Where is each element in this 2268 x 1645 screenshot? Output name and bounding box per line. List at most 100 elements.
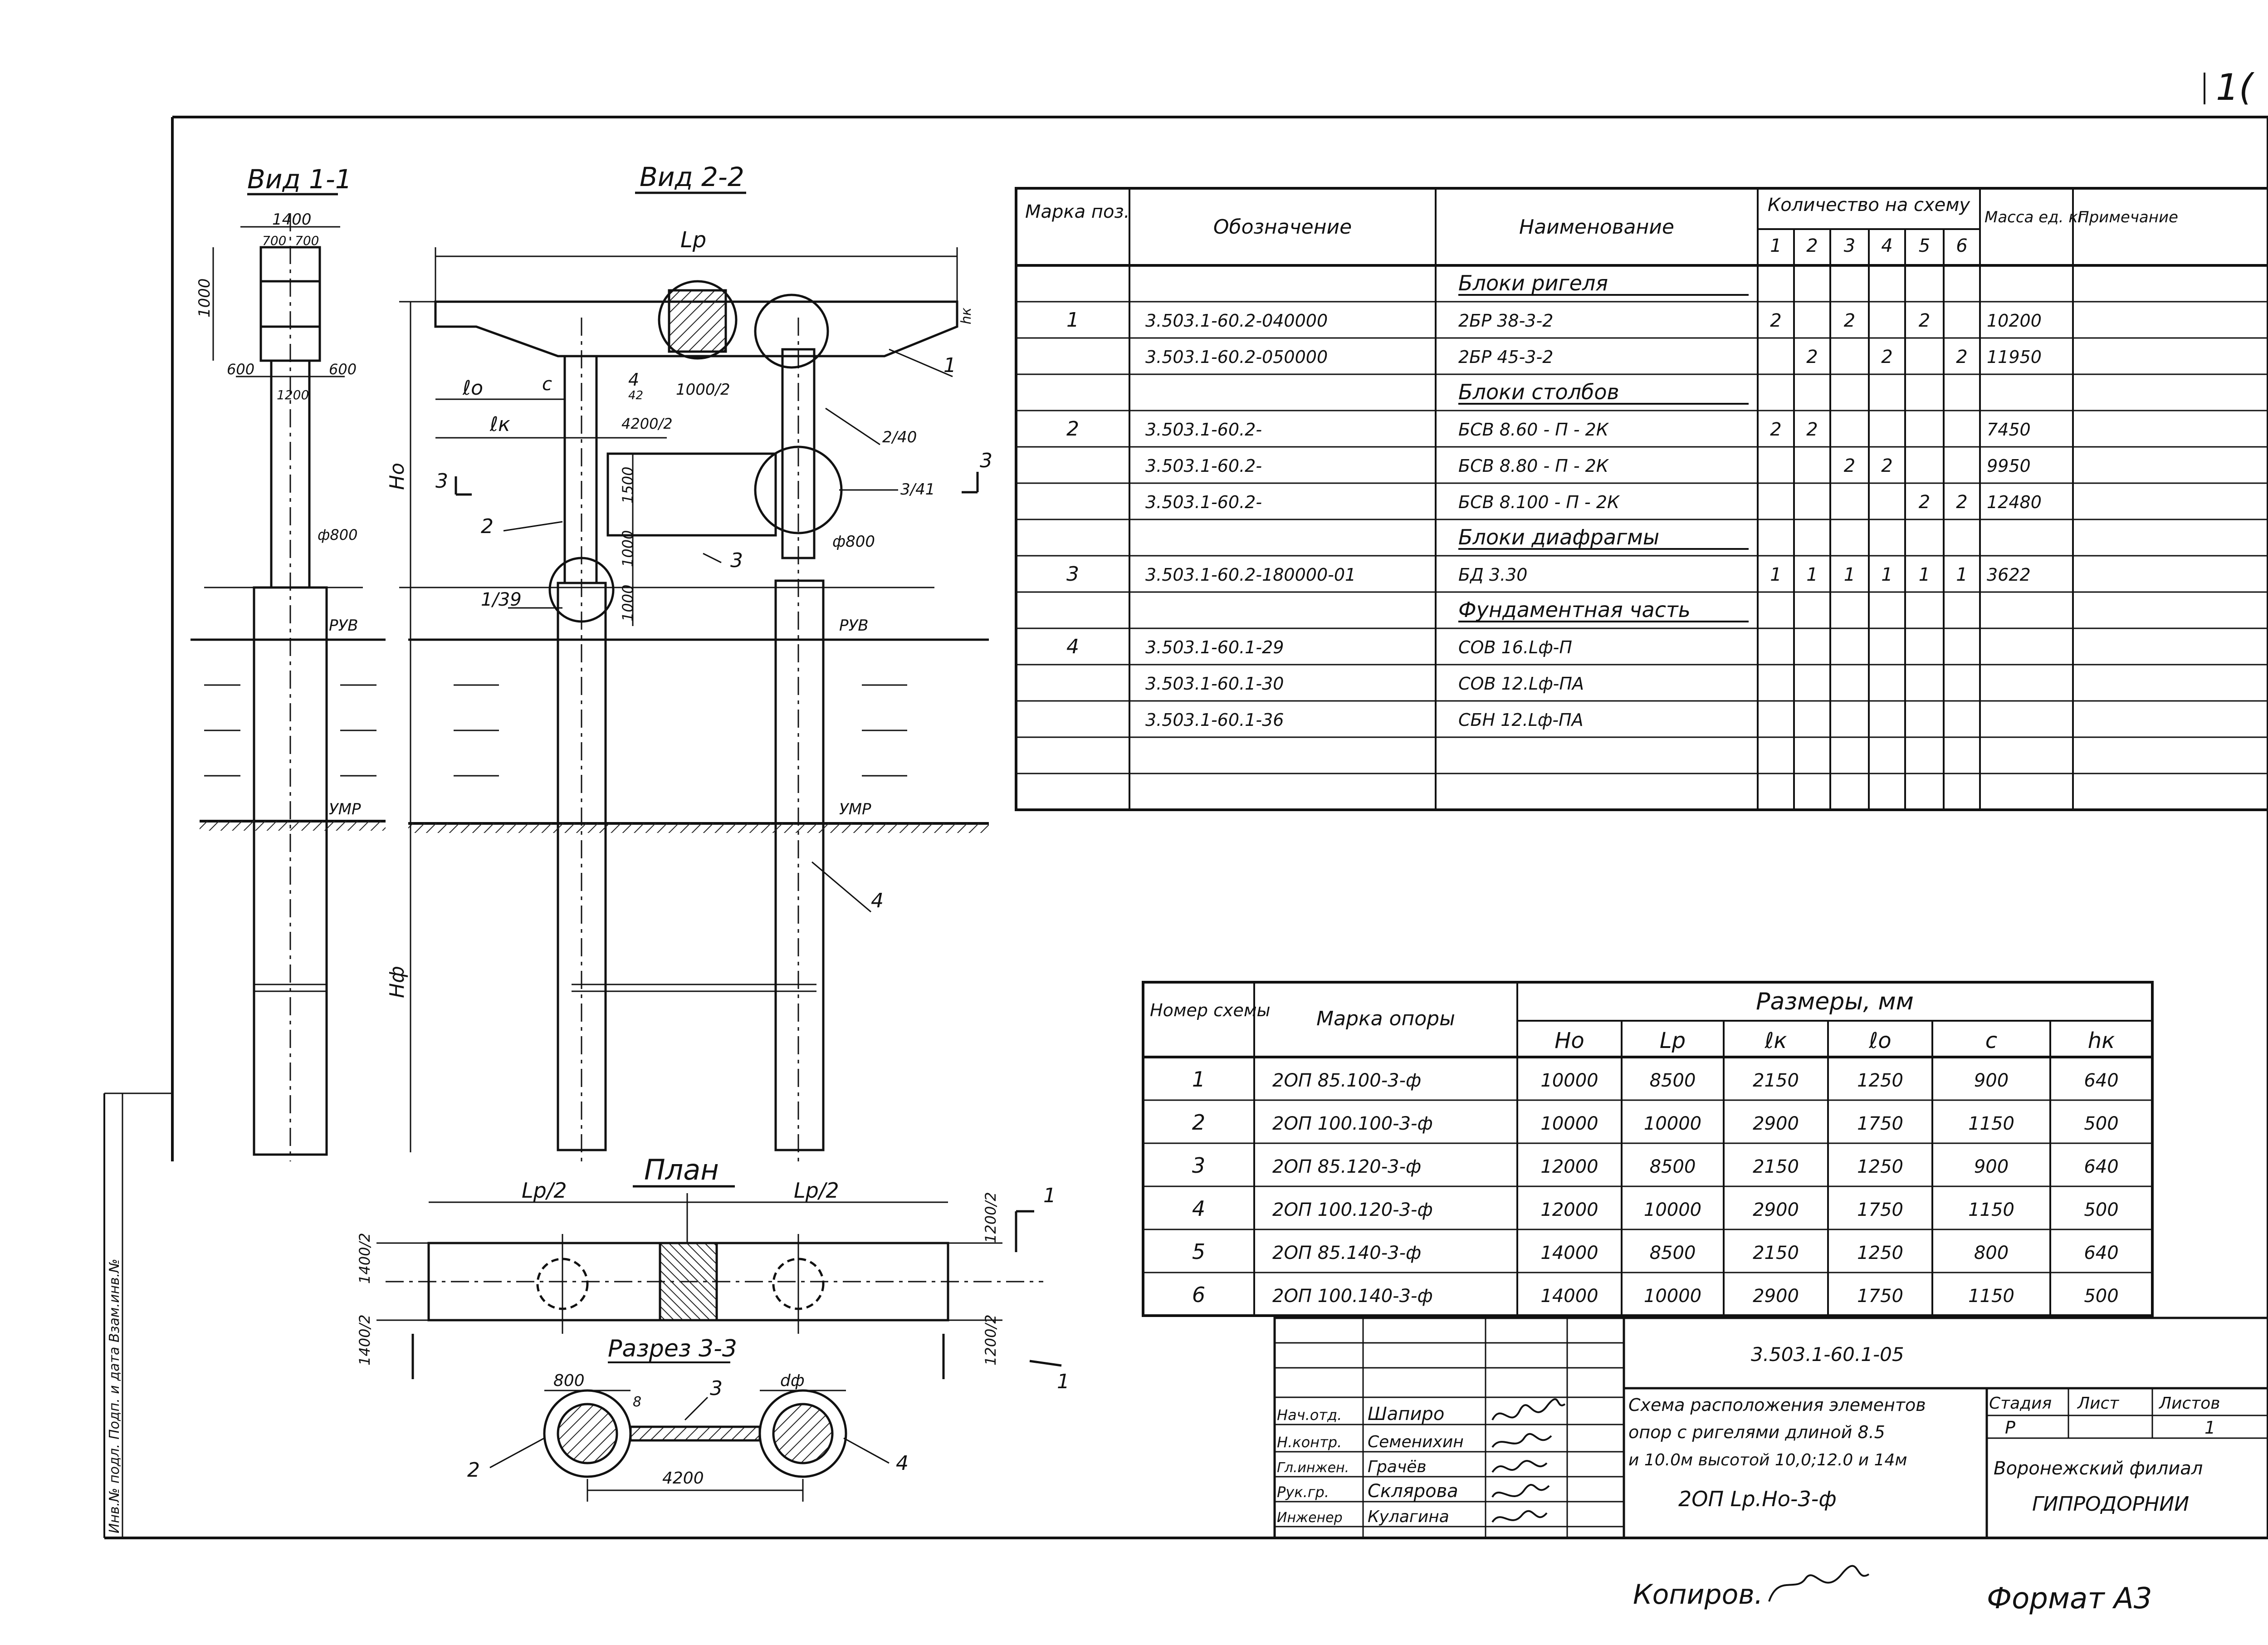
v22-callout-2-40: 2/40 (882, 428, 917, 446)
description-line-1: Схема расположения элементов (1628, 1395, 1926, 1415)
dims-row-value: 2900 (1753, 1113, 1799, 1134)
person-role-2: Н.контр. (1277, 1434, 1342, 1451)
plan-dim-1400-2b: 1400/2 (356, 1314, 373, 1366)
person-name-1: Шапиро (1368, 1404, 1444, 1425)
dims-row-mark: 2ОП 100.140-3-ф (1272, 1286, 1433, 1307)
spec-row-name: БСВ 8.100 - П - 2К (1458, 492, 1620, 512)
spec-row-qty: 2 (1806, 419, 1818, 440)
dims-row-value: 1250 (1857, 1243, 1903, 1263)
spec-row-qty: 2 (1919, 310, 1930, 331)
spec-header-qty-5: 5 (1919, 235, 1930, 256)
dims-row-value: 2150 (1753, 1070, 1799, 1091)
dims-header-col: с (1985, 1028, 1997, 1053)
v22-dim-4200-2: 4200/2 (621, 415, 673, 432)
dims-row-mark: 2ОП 100.100-3-ф (1272, 1113, 1433, 1134)
org-line-1: Воронежский филиал (1994, 1458, 2203, 1479)
dims-row-value: 2900 (1753, 1286, 1799, 1307)
spec-row-qty: 2 (1844, 455, 1855, 476)
description-line-3: и 10.0м высотой 10,0;12.0 и 14м (1628, 1451, 1907, 1469)
view-1-1: Вид 1-1 1400 700 700 1 (191, 164, 386, 1161)
dims-row-value: 8500 (1650, 1070, 1696, 1091)
spec-header-name: Наименование (1519, 215, 1674, 239)
v22-dim-lo: ℓo (462, 377, 483, 400)
s33-dim-df: dф (780, 1371, 805, 1390)
spec-row-name: 2БР 45-3-2 (1458, 347, 1553, 367)
dims-row-value: 14000 (1540, 1286, 1598, 1307)
v22-level-umr: УМР (839, 800, 871, 818)
spec-row-qty: 1 (1770, 564, 1781, 585)
dims-header-col: ℓк (1765, 1028, 1787, 1053)
v22-callout-3-41: 3/41 (900, 480, 935, 499)
footer-format: Формат А3 (1987, 1582, 2152, 1616)
spec-row-name: БСВ 8.60 - П - 2К (1458, 420, 1609, 440)
person-name-2: Семенихин (1368, 1433, 1464, 1451)
spec-row-mark: 4 (1066, 635, 1079, 658)
dims-row-value: 12000 (1540, 1199, 1598, 1220)
v11-dim-700a: 700 (262, 233, 286, 248)
dims-row-value: 10000 (1644, 1286, 1701, 1307)
v22-dim-lk: ℓк (489, 413, 510, 436)
plan-section-1-top: 1 (1043, 1184, 1056, 1207)
spec-row-name: СОВ 12.Lф-ПА (1458, 674, 1584, 694)
dims-row-value: 10000 (1540, 1070, 1598, 1091)
person-role-4: Рук.гр. (1277, 1483, 1329, 1501)
v22-dim-Ho: Hо (386, 463, 409, 490)
dims-row-num: 2 (1192, 1110, 1205, 1135)
v22-dim-1000-2: 1000/2 (676, 381, 730, 399)
s33-callout-3: 3 (710, 1377, 723, 1400)
v22-dim-c: с (542, 374, 552, 395)
dims-header-col: ℓo (1868, 1028, 1891, 1053)
s33-dim-8: 8 (633, 1394, 641, 1410)
dims-row-value: 640 (2084, 1070, 2118, 1091)
v22-callout-1: 1 (943, 354, 956, 377)
spec-row-qty: 2 (1881, 347, 1892, 367)
v22-dim-1000a: 1000 (619, 530, 636, 567)
plan-dim-1200-2b: 1200/2 (982, 1314, 999, 1366)
spec-row-mark: 3 (1066, 563, 1079, 586)
dims-row-value: 1750 (1857, 1286, 1903, 1307)
v22-callout-4: 4 (871, 889, 884, 912)
sheet-label: Лист (2077, 1394, 2119, 1413)
spec-row-designation: 3.503.1-60.2-180000-01 (1145, 565, 1356, 585)
org-line-2: ГИПРОДОРНИИ (2032, 1493, 2189, 1516)
view-2-2: Вид 2-2 (386, 162, 992, 1161)
dims-row-mark: 2ОП 85.140-3-ф (1272, 1243, 1421, 1263)
sheet-frame (103, 73, 2268, 1539)
dims-row-value: 1250 (1857, 1156, 1903, 1177)
sheet-corner-number: 1( (2216, 66, 2255, 108)
view-2-2-title: Вид 2-2 (640, 162, 744, 192)
description-line-2: опор с ригелями длиной 8.5 (1628, 1422, 1885, 1442)
plan-title: План (644, 1153, 719, 1186)
section-3-3: Разрез 3-3 800 dф 3 8 4200 2 4 (467, 1335, 909, 1502)
dims-header-mark: Марка опоры (1316, 1007, 1455, 1030)
dims-row-value: 10000 (1644, 1199, 1701, 1220)
v11-dim-1400: 1400 (272, 211, 312, 229)
dims-row-value: 900 (1974, 1070, 2009, 1091)
stage-value: Р (2005, 1418, 2015, 1438)
dims-row-mark: 2ОП 85.100-3-ф (1272, 1070, 1421, 1091)
view-1-1-title: Вид 1-1 (247, 164, 352, 195)
spec-row-designation: 3.503.1-60.1-36 (1145, 710, 1284, 730)
spec-row-mark: 1 (1066, 308, 1079, 332)
dims-row-value: 2150 (1753, 1243, 1799, 1263)
dims-row-value: 2150 (1753, 1156, 1799, 1177)
copier-signature (1768, 1565, 1870, 1602)
spec-row-name: БСВ 8.80 - П - 2К (1458, 456, 1609, 476)
plan-view: План Lр/2 Lр/2 1400/2 1400/2 1200/2 (356, 1153, 1070, 1393)
dims-row-num: 4 (1192, 1196, 1205, 1221)
dims-row-value: 500 (2084, 1286, 2118, 1307)
person-name-5: Кулагина (1368, 1508, 1449, 1526)
dims-row-value: 900 (1974, 1156, 2009, 1177)
v22-section-mark-right: 3 (980, 449, 992, 472)
dims-row-value: 1150 (1968, 1199, 2014, 1220)
v22-section-mark-left: 3 (435, 470, 448, 493)
v11-dim-1000: 1000 (196, 278, 214, 318)
spec-row-mass: 12480 (1987, 492, 2042, 512)
sheets-value: 1 (2204, 1418, 2215, 1438)
spec-row-mass: 3622 (1987, 565, 2031, 585)
stage-label: Стадия (1989, 1394, 2052, 1413)
person-role-1: Нач.отд. (1277, 1406, 1342, 1424)
